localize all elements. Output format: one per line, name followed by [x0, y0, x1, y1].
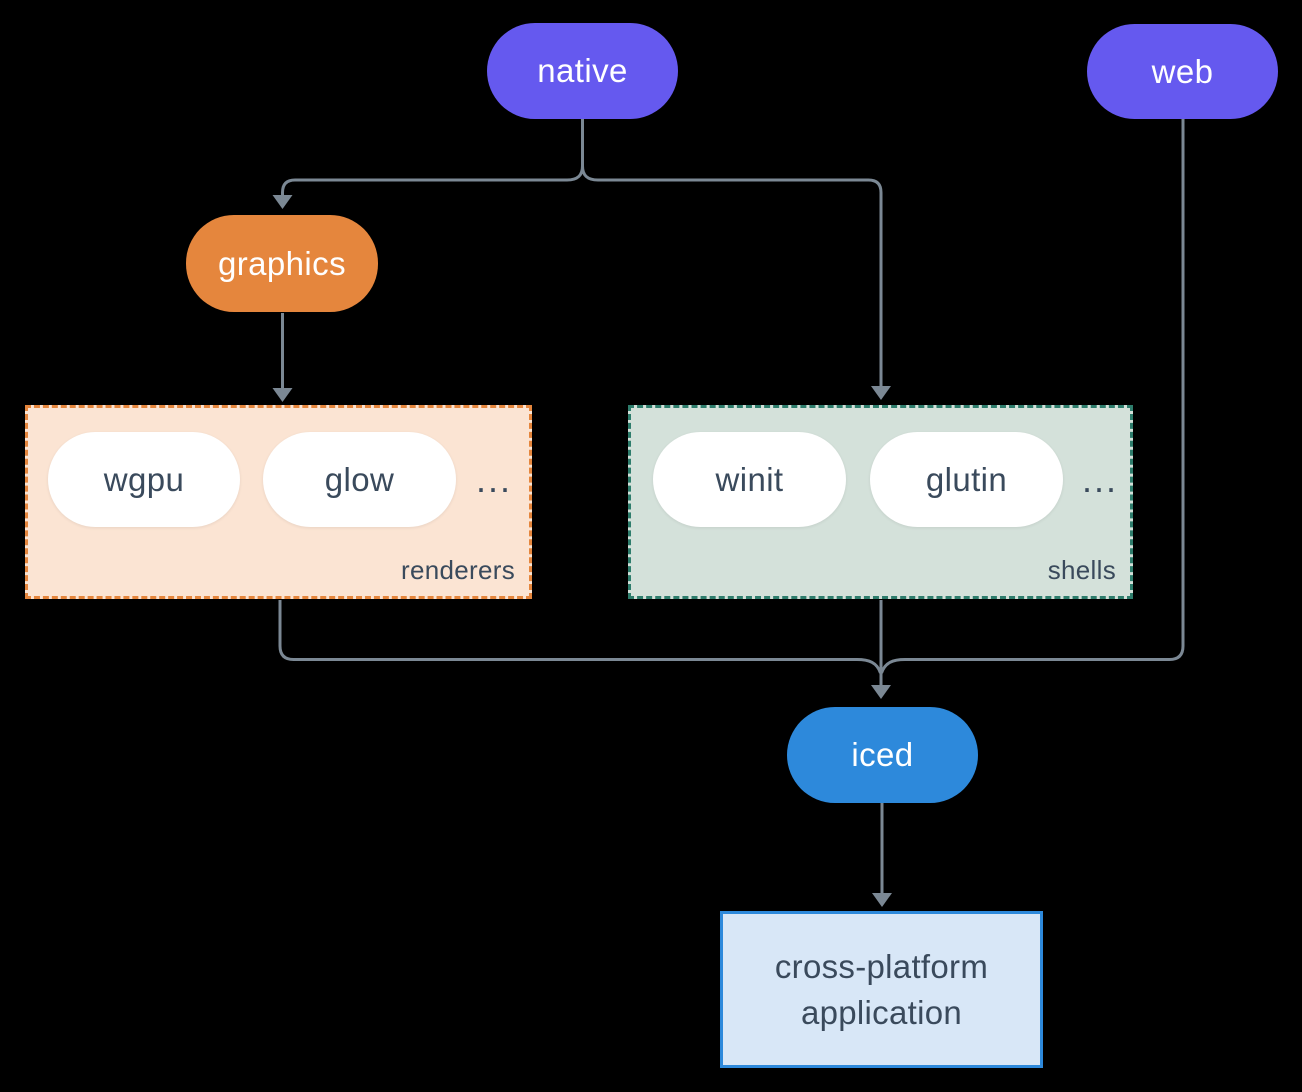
- node-wgpu-label: wgpu: [103, 460, 185, 498]
- shells-ellipsis: ...: [1081, 458, 1118, 500]
- node-graphics-label: graphics: [218, 244, 346, 282]
- edge-native-to-shells: [581, 165, 883, 386]
- arrowhead-shells: [871, 386, 891, 400]
- node-iced-label: iced: [851, 736, 914, 773]
- node-winit: winit: [653, 432, 846, 527]
- app-box-line1: cross-platform: [774, 947, 989, 985]
- node-wgpu: wgpu: [48, 432, 240, 527]
- arrowhead-graphics: [272, 195, 293, 209]
- node-web-label: web: [1151, 52, 1214, 90]
- renderers-ellipsis: ...: [475, 458, 512, 500]
- node-winit-label: winit: [715, 460, 784, 498]
- renderers-group-label: renderers: [401, 555, 515, 585]
- node-web: web: [1087, 24, 1278, 119]
- node-native-label: native: [537, 52, 628, 89]
- node-glutin: glutin: [870, 432, 1063, 527]
- node-graphics: graphics: [186, 215, 378, 312]
- edge-native-to-graphics: [281, 165, 584, 195]
- group-renderers: wgpu glow ... renderers: [25, 405, 532, 599]
- arrowhead-iced: [871, 685, 891, 699]
- node-iced: iced: [787, 707, 978, 803]
- node-glutin-label: glutin: [925, 460, 1008, 498]
- node-cross-platform-application: cross-platform application: [720, 911, 1043, 1068]
- edge-renderers-to-iced: [278, 600, 882, 674]
- app-box-line2: application: [800, 993, 963, 1031]
- node-native: native: [487, 23, 678, 119]
- node-glow-label: glow: [324, 460, 395, 498]
- group-shells: winit glutin ... shells: [628, 405, 1133, 599]
- arrowhead-renderers: [272, 388, 293, 402]
- arrowhead-app: [872, 893, 892, 907]
- node-glow: glow: [263, 432, 456, 527]
- shells-group-label: shells: [1047, 555, 1116, 585]
